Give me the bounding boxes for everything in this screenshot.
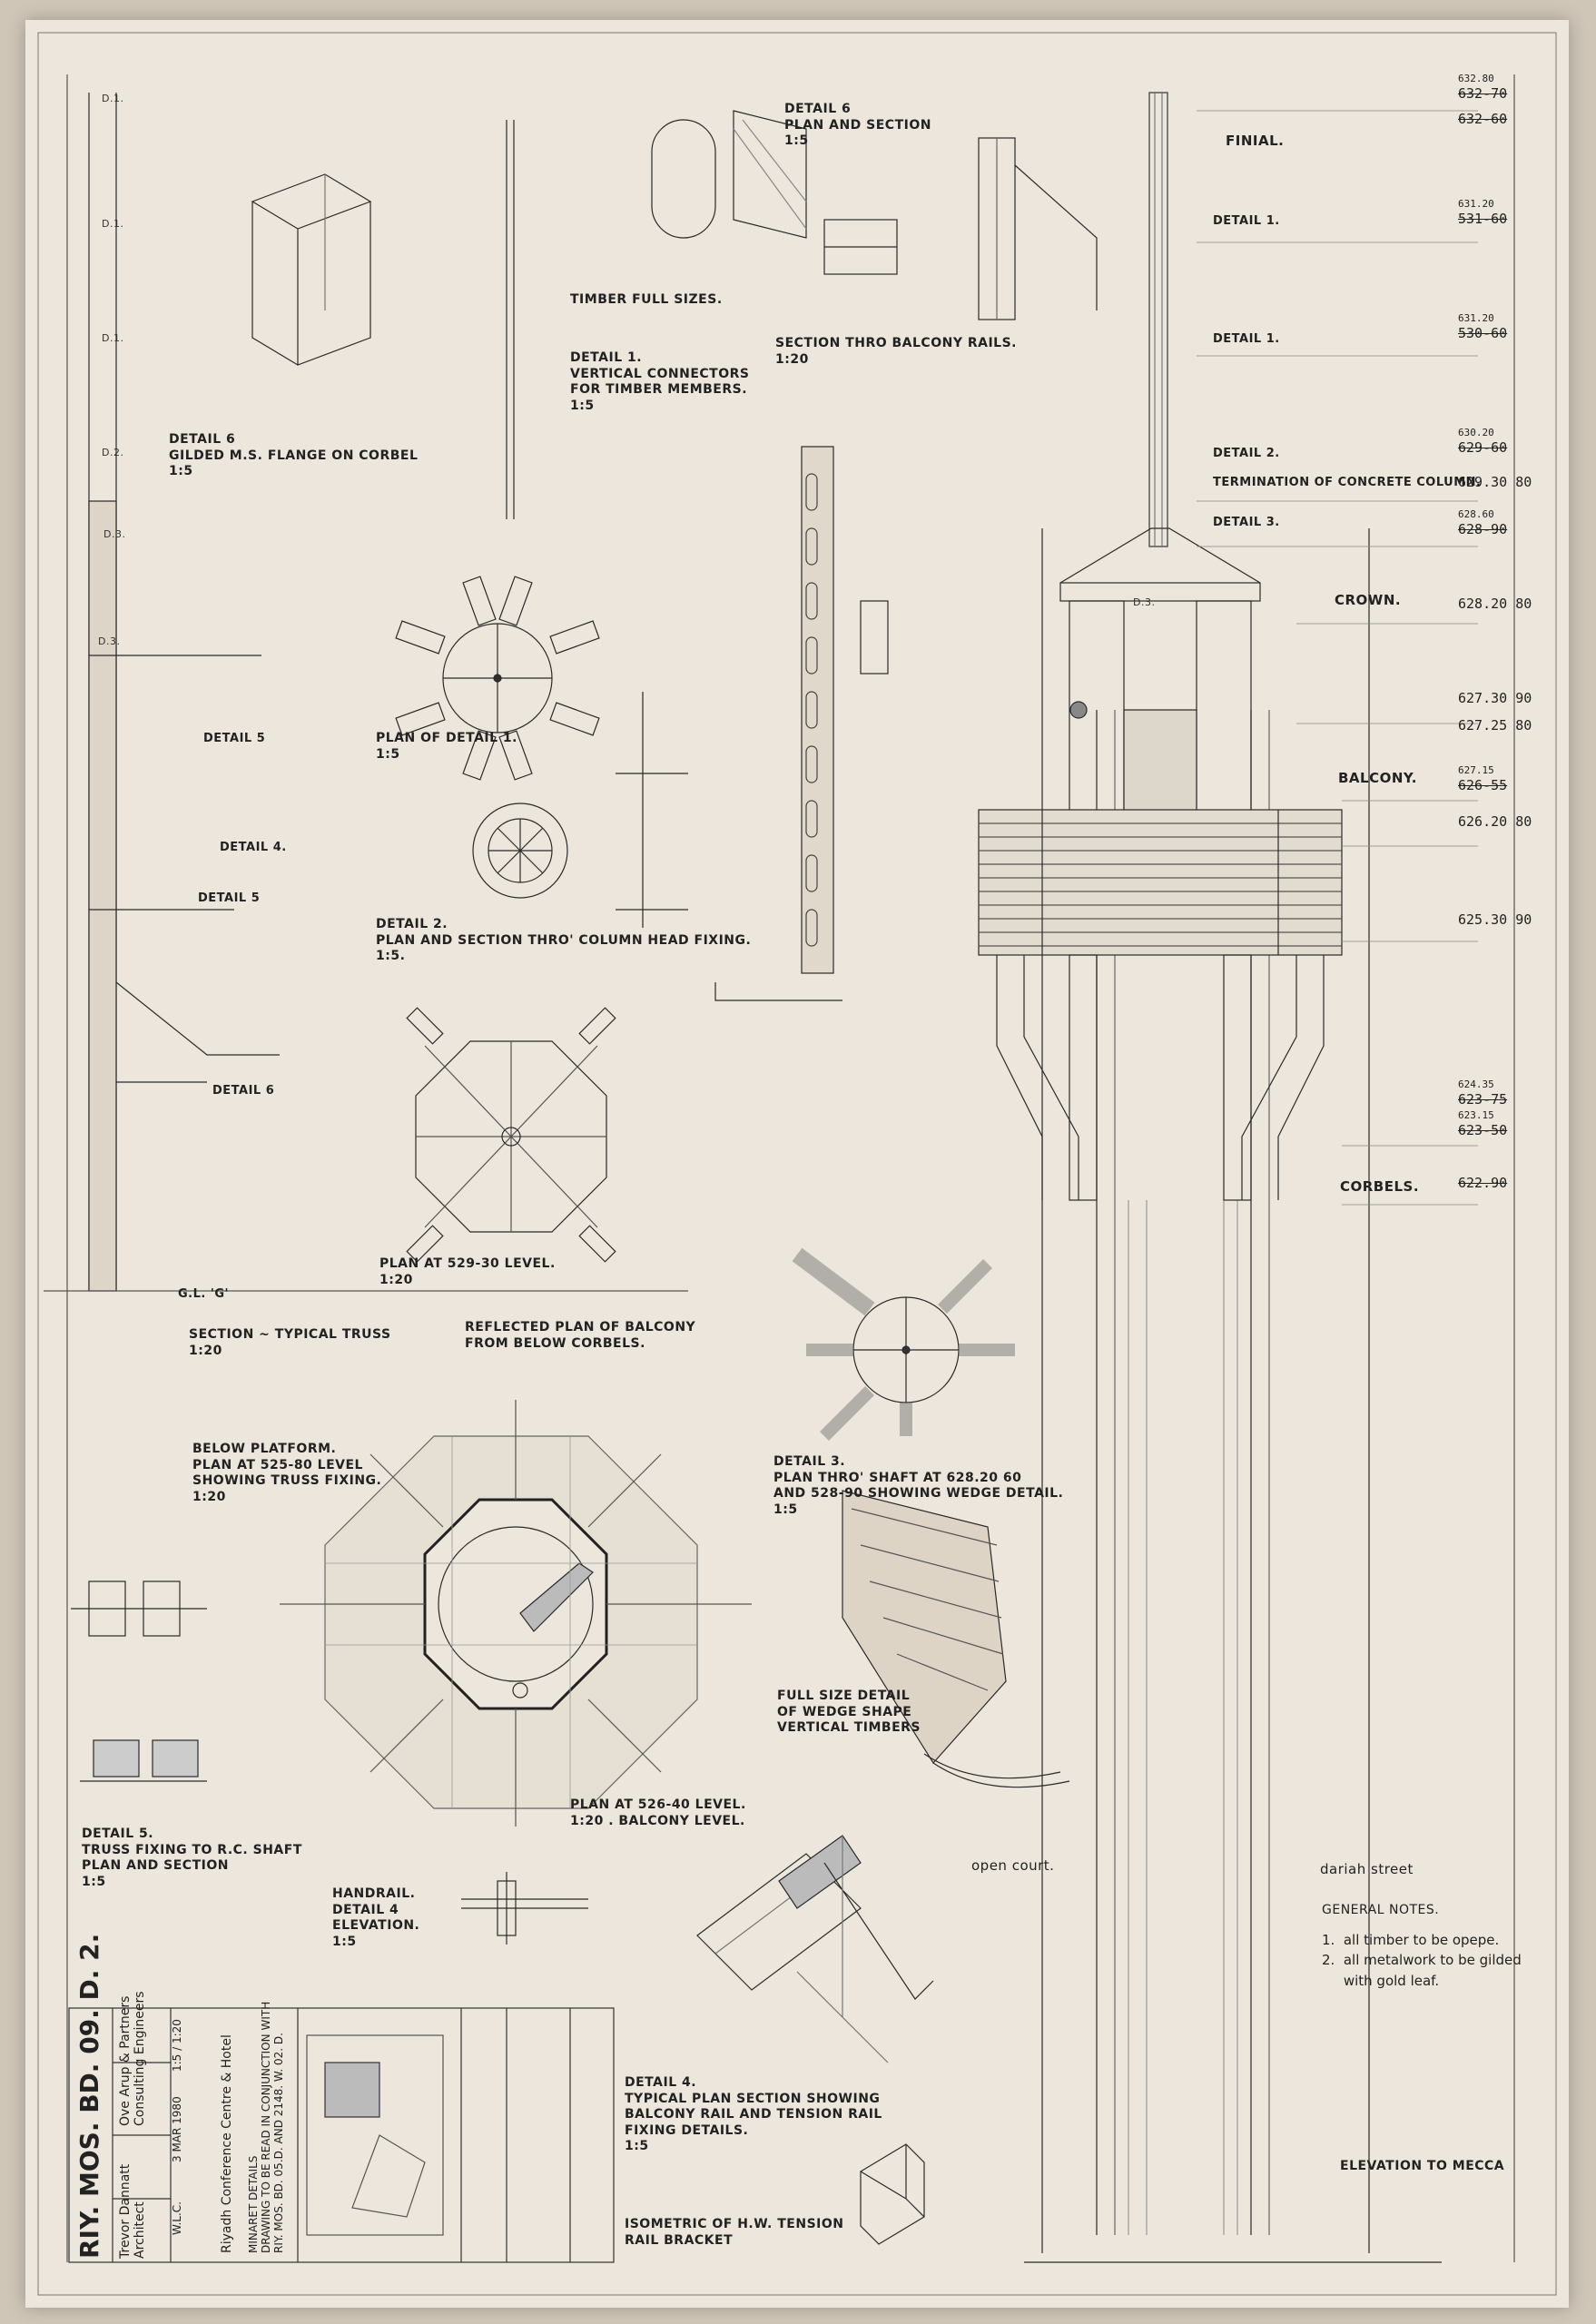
label-d3-c: D.3. bbox=[1133, 596, 1156, 608]
label-d5b-left: DETAIL 5 bbox=[198, 891, 261, 905]
level-10: 628.60 bbox=[1458, 508, 1494, 520]
drawing-sheet: D.1. D.1. D.1. D.2. D.3. D.3. D.3. DETAI… bbox=[25, 20, 1569, 2308]
detail-2-column-head bbox=[472, 692, 688, 928]
label-d2: D.2. bbox=[102, 447, 124, 458]
title-plan-52930: PLAN AT 529-30 LEVEL. 1:20 bbox=[379, 1256, 556, 1287]
plan-at-529-30 bbox=[406, 1007, 616, 1263]
title-d2-plan: DETAIL 2. PLAN AND SECTION THRO' COLUMN … bbox=[376, 917, 752, 963]
title-plan-52640: PLAN AT 526-40 LEVEL. 1:20 . BALCONY LEV… bbox=[570, 1797, 746, 1828]
drawing-number: RIY. MOS. BD. 09. D. 2. bbox=[74, 1933, 104, 2259]
balcony-rail-section bbox=[714, 446, 889, 1001]
level-11: 628-90 bbox=[1458, 521, 1508, 537]
project-name: Riyadh Conference Centre & Hotel bbox=[220, 2034, 234, 2253]
drawing-date: 3 MAR 1980 bbox=[171, 2096, 183, 2162]
sheet-border bbox=[37, 32, 1557, 2296]
level-15: 627.15 bbox=[1458, 764, 1494, 776]
title-section-balcony: SECTION THRO BALCONY RAILS. 1:20 bbox=[775, 336, 1017, 367]
level-22: 623-50 bbox=[1458, 1122, 1508, 1138]
level-5: 631.20 bbox=[1458, 312, 1494, 324]
level-7: 630.20 bbox=[1458, 427, 1494, 438]
plan-of-detail-1 bbox=[395, 576, 600, 781]
level-0: 632.80 bbox=[1458, 73, 1494, 84]
level-8: 629-60 bbox=[1458, 439, 1508, 456]
drawing-scale: 1:5 / 1:20 bbox=[171, 2019, 183, 2072]
label-d5-left: DETAIL 5 bbox=[203, 732, 266, 745]
label-d3: D.3. bbox=[103, 528, 126, 540]
elev-balcony: BALCONY. bbox=[1338, 770, 1417, 786]
title-block-frame bbox=[68, 2007, 615, 2263]
level-21: 623.15 bbox=[1458, 1109, 1494, 1121]
title-isometric: ISOMETRIC OF H.W. TENSION RAIL BRACKET bbox=[625, 2217, 844, 2248]
level-13: 627.30 90 bbox=[1458, 690, 1532, 706]
title-d3-plan: DETAIL 3. PLAN THRO' SHAFT AT 628.20 60 … bbox=[773, 1454, 1064, 1517]
level-6: 530-60 bbox=[1458, 325, 1508, 341]
label-d1-a: D.1. bbox=[102, 93, 124, 104]
elev-corbels: CORBELS. bbox=[1340, 1178, 1420, 1195]
level-17: 626.20 80 bbox=[1458, 813, 1532, 830]
reflected-plan-balcony bbox=[280, 1400, 752, 1827]
level-2: 632-60 bbox=[1458, 111, 1508, 127]
left-column-section bbox=[44, 93, 688, 1292]
detail-6-flange-iso bbox=[251, 173, 372, 366]
elev-detail1a: DETAIL 1. bbox=[1213, 214, 1280, 228]
title-full-size: FULL SIZE DETAIL OF WEDGE SHAPE VERTICAL… bbox=[777, 1689, 921, 1735]
engineer-name: Ove Arup & Partners Consulting Engineers bbox=[118, 1991, 147, 2126]
detail-3-wedge-plan bbox=[792, 1247, 1015, 1441]
title-below-platform: BELOW PLATFORM. PLAN AT 525-80 LEVEL SHO… bbox=[192, 1442, 382, 1504]
elev-finial: FINIAL. bbox=[1226, 133, 1285, 149]
title-gl: G.L. 'G' bbox=[178, 1287, 229, 1301]
drawing-title: MINARET DETAILS DRAWING TO BE READ IN CO… bbox=[247, 2001, 285, 2253]
elev-detail2: DETAIL 2. bbox=[1213, 447, 1280, 460]
wedge-full-size bbox=[842, 1490, 1070, 1788]
below-platform-details bbox=[71, 1581, 207, 1782]
level-20: 623-75 bbox=[1458, 1091, 1508, 1108]
drawn-by: W.L.C. bbox=[171, 2201, 183, 2235]
title-block: RIY. MOS. BD. 09. D. 2. Trevor Dannatt A… bbox=[69, 1934, 614, 2262]
minaret-elevation bbox=[978, 92, 1478, 2263]
level-16: 626-55 bbox=[1458, 777, 1508, 793]
title-handrail: HANDRAIL. DETAIL 4 ELEVATION. 1:5 bbox=[332, 1886, 420, 1949]
level-9: 629.30 80 bbox=[1458, 474, 1532, 490]
title-section-typical: SECTION ~ TYPICAL TRUSS 1:20 bbox=[189, 1327, 391, 1358]
level-4: 531-60 bbox=[1458, 211, 1508, 227]
label-d4-left: DETAIL 4. bbox=[220, 841, 287, 854]
general-note-1: 1. all timber to be opepe. bbox=[1322, 1932, 1500, 1948]
isometric-bracket bbox=[860, 2143, 925, 2245]
label-d3-b: D.3. bbox=[98, 635, 121, 647]
level-1: 632-70 bbox=[1458, 85, 1508, 102]
title-d1-vertical: DETAIL 1. VERTICAL CONNECTORS FOR TIMBER… bbox=[570, 350, 750, 413]
general-notes-title: GENERAL NOTES. bbox=[1322, 1903, 1440, 1917]
level-23: 622.90 bbox=[1458, 1175, 1508, 1191]
label-open-court: open court. bbox=[971, 1857, 1055, 1874]
level-14: 627.25 80 bbox=[1458, 717, 1532, 734]
elev-detail3: DETAIL 3. bbox=[1213, 516, 1280, 529]
level-18: 625.30 90 bbox=[1458, 911, 1532, 928]
handrail-elevation bbox=[461, 1872, 588, 1945]
label-d6-left: DETAIL 6 bbox=[212, 1084, 275, 1098]
title-reflected: REFLECTED PLAN OF BALCONY FROM BELOW COR… bbox=[465, 1320, 696, 1351]
elev-detail1b: DETAIL 1. bbox=[1213, 332, 1280, 346]
title-timber-full: TIMBER FULL SIZES. bbox=[570, 292, 723, 307]
general-note-2: 2. all metalwork to be gilded with gold … bbox=[1322, 1952, 1522, 1989]
title-d4-typical: DETAIL 4. TYPICAL PLAN SECTION SHOWING B… bbox=[625, 2075, 882, 2153]
label-dariah: dariah street bbox=[1320, 1861, 1414, 1877]
detail-1-connector bbox=[506, 110, 807, 519]
level-12: 628.20 80 bbox=[1458, 596, 1532, 612]
title-plan-d1: PLAN OF DETAIL 1. 1:5 bbox=[376, 731, 517, 762]
label-elev-mecca: ELEVATION TO MECCA bbox=[1340, 2159, 1505, 2173]
detail-4-plan-section bbox=[696, 1835, 934, 2063]
label-d1-b: D.1. bbox=[102, 218, 124, 230]
detail-6-plan-section bbox=[823, 137, 1098, 320]
elev-crown: CROWN. bbox=[1335, 592, 1402, 608]
title-d6-plan-section: DETAIL 6 PLAN AND SECTION 1:5 bbox=[784, 102, 931, 148]
architect-name: Trevor Dannatt Architect bbox=[118, 2163, 147, 2259]
minaret-drawing bbox=[37, 32, 1557, 2296]
title-d6-gilded: DETAIL 6 GILDED M.S. FLANGE ON CORBEL 1:… bbox=[169, 432, 419, 478]
title-d5-truss: DETAIL 5. TRUSS FIXING TO R.C. SHAFT PLA… bbox=[82, 1827, 302, 1889]
label-d1-c: D.1. bbox=[102, 332, 124, 344]
elev-termination: TERMINATION OF CONCRETE COLUMN. bbox=[1213, 476, 1482, 489]
level-19: 624.35 bbox=[1458, 1078, 1494, 1090]
level-3: 631.20 bbox=[1458, 198, 1494, 210]
